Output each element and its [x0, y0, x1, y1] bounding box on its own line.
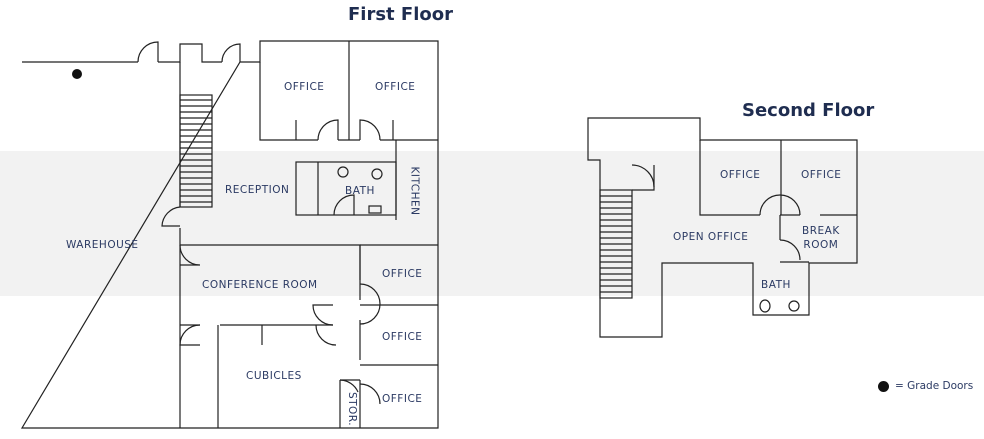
room-open-office: OPEN OFFICE [673, 231, 749, 243]
room-storage: STOR. [346, 391, 359, 427]
room-office: OFFICE [382, 331, 423, 343]
door-arc [315, 324, 337, 346]
room-office: OFFICE [375, 81, 416, 93]
room-reception: RECEPTION [225, 184, 290, 196]
background-band [0, 151, 984, 296]
room-conference: CONFERENCE ROOM [202, 279, 318, 291]
stair [179, 94, 213, 208]
room-office: OFFICE [801, 169, 842, 181]
second-floor-title: Second Floor [742, 100, 875, 121]
first-floor-title: First Floor [348, 4, 454, 25]
room-office: OFFICE [382, 393, 423, 405]
room-cubicles: CUBICLES [246, 370, 302, 382]
room-bath: BATH [345, 185, 375, 197]
door-arc [137, 41, 159, 63]
door-arc [759, 194, 781, 216]
legend-label: = Grade Doors [895, 380, 974, 392]
office-walls [259, 41, 438, 141]
grade-door-marker [72, 69, 82, 79]
room-kitchen: KITCHEN [408, 166, 421, 216]
room-office: OFFICE [284, 81, 325, 93]
door-arc [359, 383, 381, 405]
door-arc [312, 304, 334, 326]
door-arc [359, 303, 381, 325]
door-arc [221, 43, 241, 63]
right-office-walls [359, 244, 438, 428]
room-bath: BATH [761, 279, 791, 291]
door-arc [779, 239, 801, 261]
room-office: OFFICE [720, 169, 761, 181]
door-arc [179, 244, 201, 266]
door-arc [359, 283, 381, 305]
door-arc [359, 119, 381, 141]
room-office: OFFICE [382, 268, 423, 280]
door-arc [161, 206, 181, 227]
door-arc [317, 119, 339, 141]
grade-door-legend-icon [878, 380, 889, 392]
room-break-room: BREAK ROOM [802, 225, 840, 251]
first-floor-outline [20, 40, 439, 429]
door-arc [779, 194, 801, 216]
door-arc [179, 324, 201, 346]
legend: = Grade Doors [878, 380, 973, 392]
conference-walls [180, 244, 361, 360]
room-warehouse: WAREHOUSE [66, 239, 139, 251]
